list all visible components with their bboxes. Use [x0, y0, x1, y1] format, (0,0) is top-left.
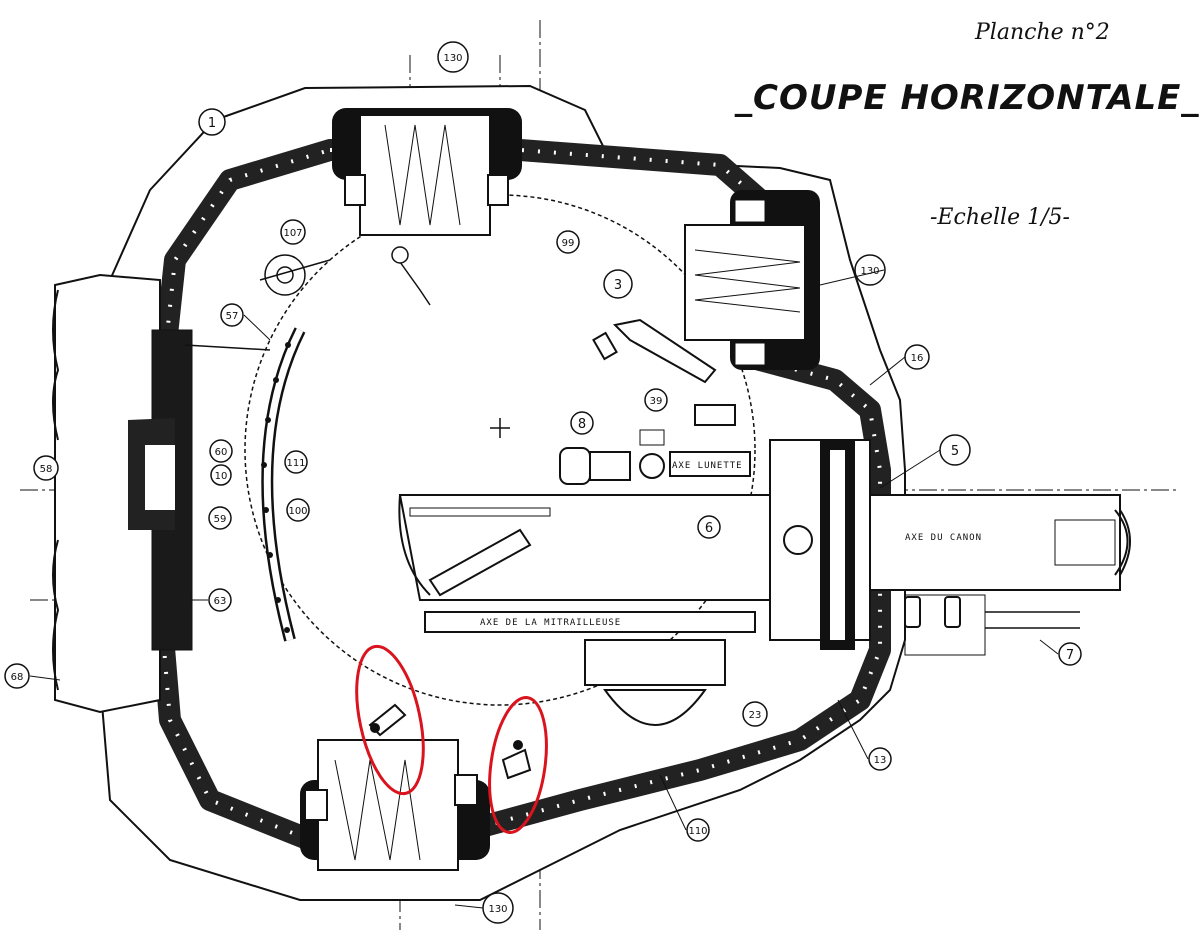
- callout-16: 16: [911, 353, 924, 364]
- callout-23: 23: [749, 710, 762, 721]
- callout-10: 10: [215, 471, 228, 482]
- bottom-periscope: [300, 739, 490, 871]
- callout-130-bottom: 130: [488, 904, 507, 915]
- turret-race: [244, 194, 756, 706]
- highlighted-fittings: [368, 703, 532, 780]
- drawing-scale: -Echelle 1/5-: [930, 205, 1070, 230]
- highlight-ellipse-right: [488, 696, 548, 834]
- left-hatch-block: [52, 273, 193, 714]
- callout-5: 5: [951, 444, 959, 459]
- callout-130-top: 130: [443, 53, 462, 64]
- callout-13: 13: [874, 755, 887, 766]
- callout-3: 3: [614, 278, 622, 293]
- gun-assembly: [398, 439, 1131, 726]
- callout-68: 68: [11, 672, 24, 683]
- callout-99: 99: [562, 238, 575, 249]
- drawing-title: _COUPE HORIZONTALE_: [735, 78, 1200, 118]
- top-periscope: [332, 108, 522, 236]
- callout-100: 100: [288, 506, 307, 517]
- highlight-annotations: [355, 644, 548, 834]
- axis-label-mitrailleuse: AXE DE LA MITRAILLEUSE: [480, 618, 621, 628]
- callout-63: 63: [214, 596, 227, 607]
- callout-58: 58: [40, 464, 53, 475]
- callout-39: 39: [650, 396, 663, 407]
- callout-labels: 1 130 130 130 107 99 3 57 16 39 8 5 58 6…: [11, 53, 1075, 915]
- callout-7: 7: [1066, 648, 1074, 663]
- callout-130-right: 130: [860, 266, 879, 277]
- highlight-ellipse-left: [355, 644, 425, 796]
- fitting-107: [184, 246, 431, 351]
- callout-110: 110: [688, 826, 707, 837]
- centre-mark: [490, 418, 510, 438]
- sight-assembly: [559, 404, 751, 485]
- callout-59: 59: [214, 514, 227, 525]
- axis-label-lunette: AXE LUNETTE: [672, 461, 743, 471]
- callout-107: 107: [283, 228, 302, 239]
- callout-111: 111: [286, 458, 305, 469]
- sheet-number: Planche n°2: [975, 20, 1110, 45]
- callout-leaders: [29, 269, 1059, 909]
- callouts: [4, 41, 1082, 924]
- callout-6: 6: [705, 521, 713, 536]
- callout-57: 57: [226, 311, 239, 322]
- callout-8: 8: [578, 417, 586, 432]
- callout-60: 60: [215, 447, 228, 458]
- axis-label-canon: AXE DU CANON: [905, 533, 982, 543]
- callout-1: 1: [208, 116, 216, 131]
- right-periscope: [592, 190, 820, 384]
